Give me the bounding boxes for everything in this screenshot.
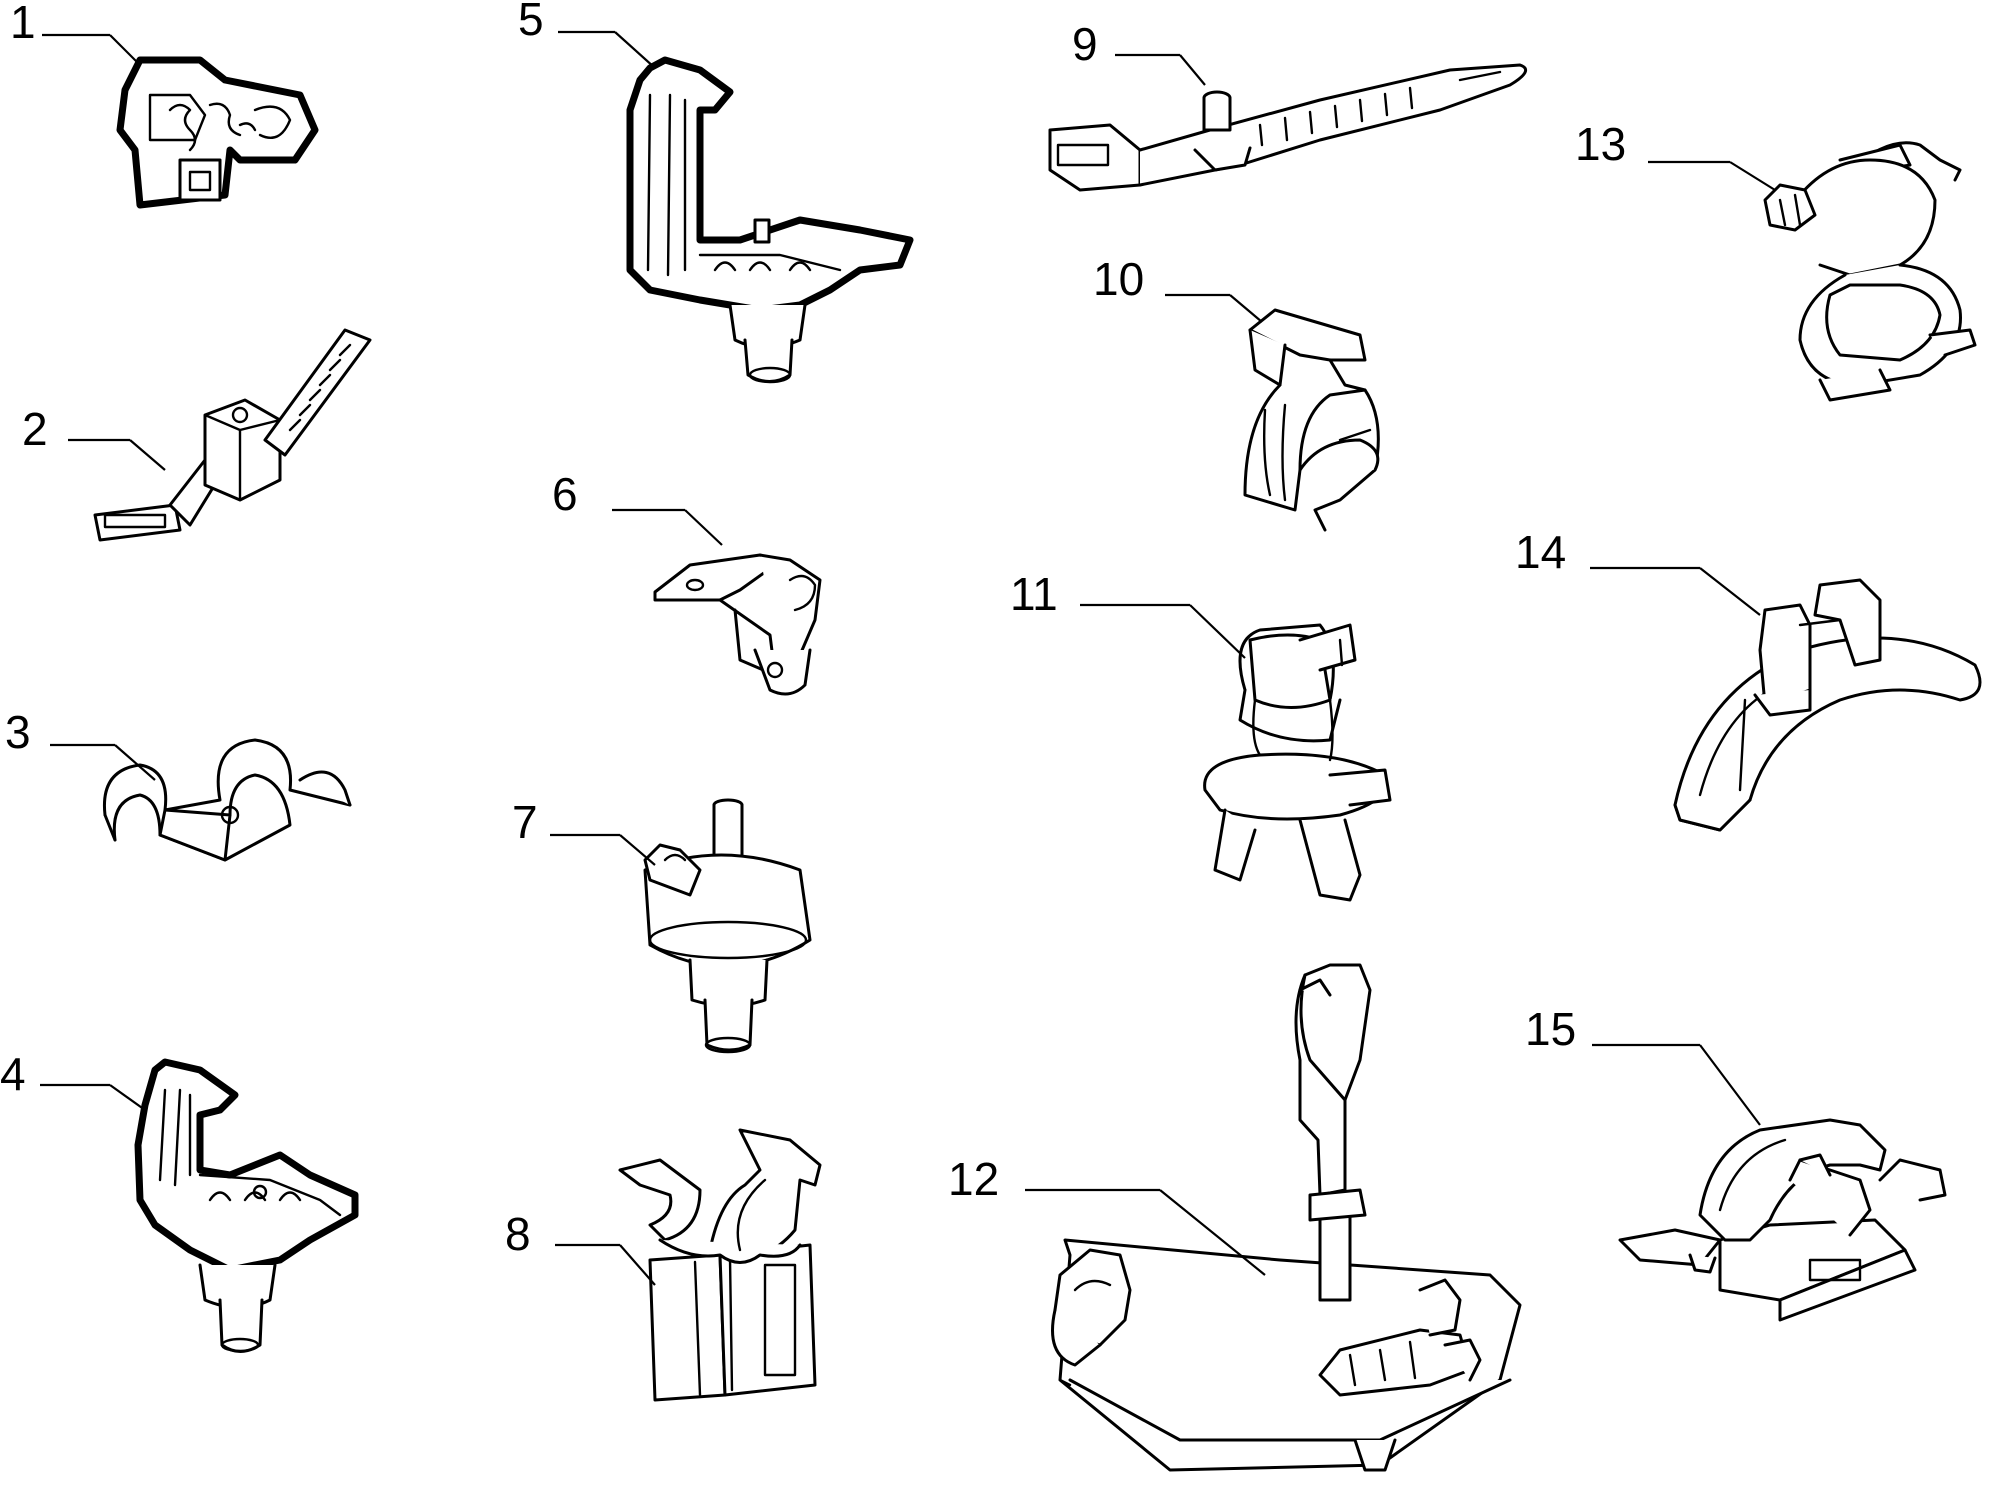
part-1-connector-clip bbox=[116, 56, 319, 209]
callout-7: 7 bbox=[512, 796, 538, 848]
callout-10: 10 bbox=[1093, 253, 1144, 305]
part-15-cable-clip-tie-slot bbox=[1618, 1118, 1947, 1322]
callout-9: 9 bbox=[1072, 18, 1098, 70]
callout-6: 6 bbox=[552, 468, 578, 520]
part-6-angle-bracket-clip bbox=[653, 553, 822, 696]
callout-5: 5 bbox=[518, 0, 544, 45]
part-10-snap-hose-clip bbox=[1243, 308, 1380, 532]
callout-11: 11 bbox=[1010, 568, 1058, 620]
callout-14: 14 bbox=[1515, 526, 1566, 578]
part-12-bracket-base bbox=[1051, 963, 1522, 1472]
part-8-double-hose-clip bbox=[618, 1128, 822, 1402]
callout-13: 13 bbox=[1575, 118, 1626, 170]
callout-15: 15 bbox=[1525, 1003, 1576, 1055]
callout-3: 3 bbox=[5, 706, 31, 758]
callout-4: 4 bbox=[0, 1048, 26, 1100]
part-7-pin-stud-clip bbox=[643, 798, 812, 1054]
callout-8: 8 bbox=[505, 1208, 531, 1260]
part-4-bracket-stud-clip bbox=[134, 1058, 359, 1353]
part-14-arched-bracket-clip bbox=[1673, 578, 1982, 832]
part-3-double-saddle-clip bbox=[102, 738, 352, 862]
part-9-cable-tie-stud bbox=[1048, 63, 1528, 192]
part-13-double-ring-clip bbox=[1763, 141, 1977, 402]
part-11-ring-clip bbox=[1203, 623, 1392, 902]
callout-1: 1 bbox=[10, 0, 36, 48]
callout-2: 2 bbox=[22, 403, 48, 455]
part-5-tall-bracket-clip bbox=[626, 56, 914, 384]
callout-12: 12 bbox=[948, 1153, 999, 1205]
part-2-cable-tie-mount bbox=[93, 328, 372, 542]
